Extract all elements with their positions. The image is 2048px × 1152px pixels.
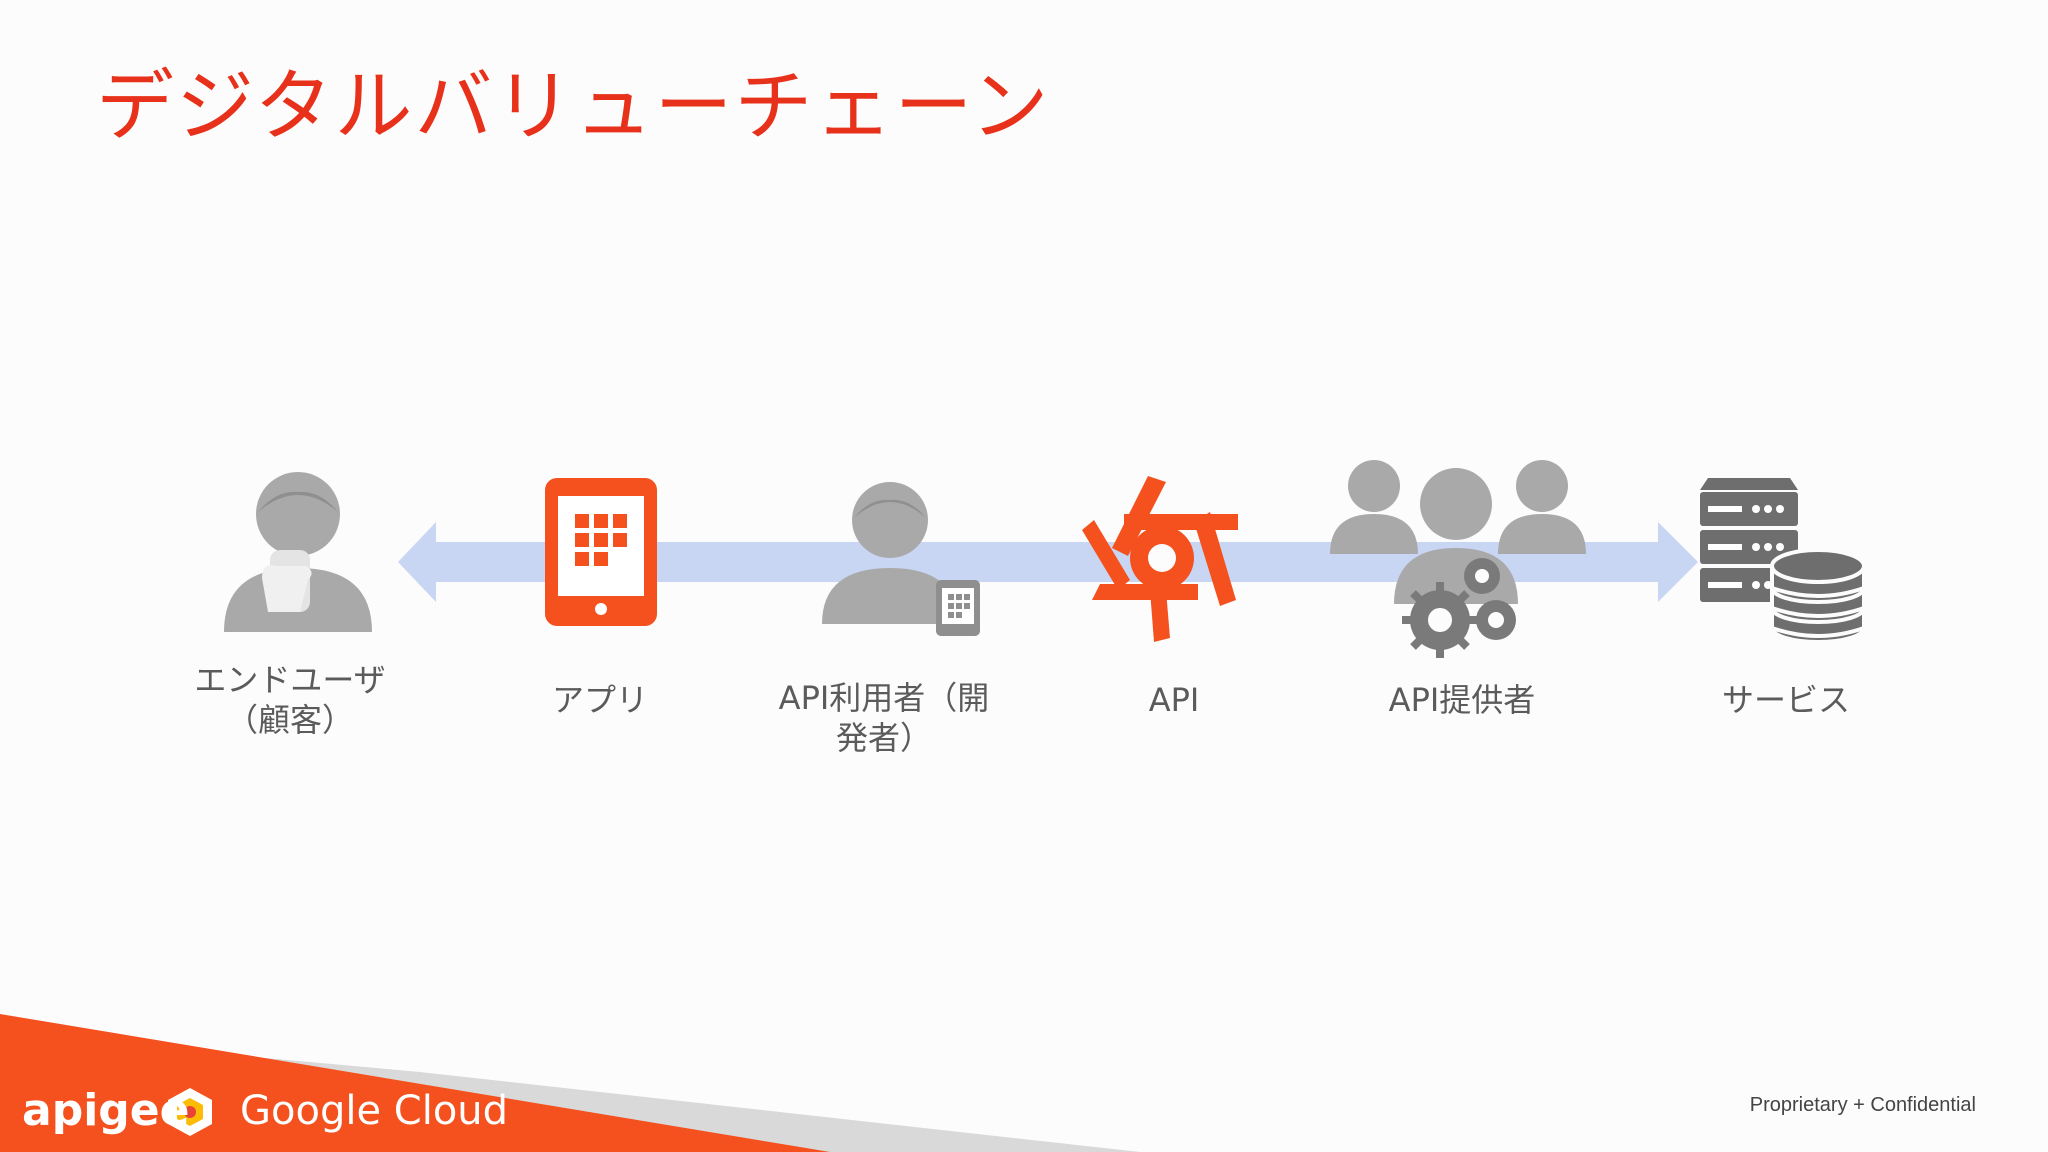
label-line-1: API提供者 bbox=[1388, 681, 1536, 719]
label-line-1: API bbox=[1148, 681, 1200, 719]
node-label-developer: API利用者（開 発者） bbox=[779, 678, 990, 758]
label-line-2: （顧客） bbox=[225, 701, 354, 739]
label-line-2: 発者） bbox=[835, 719, 933, 757]
confidential-notice: Proprietary + Confidential bbox=[1749, 1094, 1976, 1116]
apigee-logo: apigee bbox=[22, 1085, 190, 1136]
label-line-1: サービス bbox=[1721, 681, 1851, 719]
label-line-1: エンドユーザ bbox=[194, 661, 386, 699]
api-provider-icon bbox=[1330, 460, 1586, 658]
node-label-service: サービス bbox=[1722, 680, 1850, 720]
tablet-app-icon bbox=[545, 478, 657, 626]
end-user-icon bbox=[224, 472, 372, 632]
node-label-app: アプリ bbox=[552, 680, 648, 720]
server-database-icon bbox=[1700, 478, 1866, 644]
node-label-end-user: エンドユーザ （顧客） bbox=[194, 660, 385, 740]
node-label-api: API bbox=[1149, 680, 1200, 720]
node-label-api-provider: API提供者 bbox=[1389, 680, 1536, 720]
apigee-api-icon bbox=[1082, 476, 1238, 642]
slide-title: デジタルバリューチェーン bbox=[96, 62, 1051, 152]
label-line-1: アプリ bbox=[551, 681, 649, 719]
google-cloud-logo: Google Cloud bbox=[240, 1088, 509, 1134]
developer-icon bbox=[822, 482, 980, 636]
label-line-1: API利用者（開 bbox=[778, 679, 990, 717]
